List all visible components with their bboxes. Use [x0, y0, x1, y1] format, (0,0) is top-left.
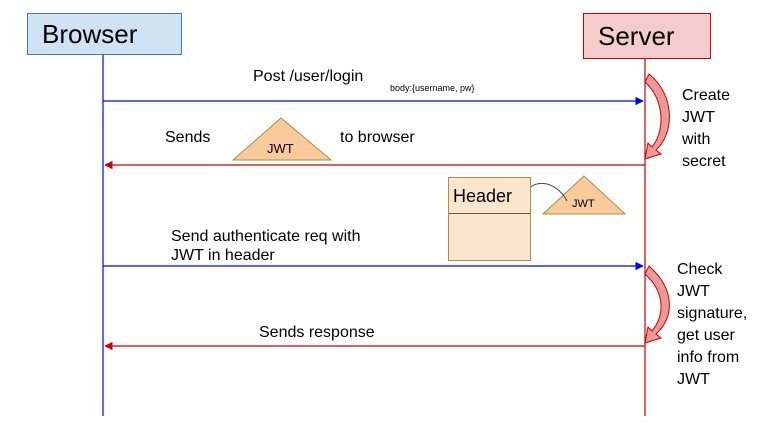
- create-jwt-note-line: Create: [682, 87, 731, 104]
- auth-request-line1: Send authenticate req with: [171, 228, 361, 245]
- check-jwt-note: Check JWT signature, get user info from …: [677, 259, 747, 391]
- http-header-card: Header: [448, 177, 531, 261]
- sends-prefix-label: Sends: [165, 129, 211, 146]
- sends-suffix-label: to browser: [340, 129, 415, 146]
- check-jwt-self-arrow: [644, 265, 670, 344]
- header-jwt-label: JWT: [572, 198, 595, 210]
- server-actor: Server: [583, 13, 711, 59]
- create-jwt-note-line: JWT: [682, 109, 715, 126]
- browser-actor: Browser: [27, 13, 182, 55]
- login-message: Post /user/login: [253, 68, 364, 85]
- check-jwt-note-line: signature,: [677, 305, 748, 322]
- jwt-token-triangle: [231, 117, 333, 161]
- check-jwt-note-line: get user: [677, 327, 735, 344]
- jwt-token-label: JWT: [267, 141, 294, 156]
- auth-request-line2: JWT in header: [171, 247, 275, 264]
- browser-label: Browser: [42, 18, 138, 49]
- check-jwt-note-line: info from: [677, 349, 740, 366]
- response-message: Sends response: [259, 324, 375, 341]
- create-jwt-note-line: with: [682, 131, 711, 148]
- check-jwt-note-line: JWT: [677, 371, 710, 388]
- create-jwt-self-arrow: [644, 73, 670, 160]
- create-jwt-note: Create JWT with secret: [682, 85, 730, 173]
- login-body-label: body:{username, pw}: [390, 83, 475, 93]
- check-jwt-note-line: JWT: [677, 283, 710, 300]
- server-label: Server: [598, 20, 675, 51]
- header-label: Header: [453, 186, 513, 206]
- create-jwt-note-line: secret: [682, 153, 726, 170]
- check-jwt-note-line: Check: [677, 261, 723, 278]
- header-divider: [449, 213, 530, 214]
